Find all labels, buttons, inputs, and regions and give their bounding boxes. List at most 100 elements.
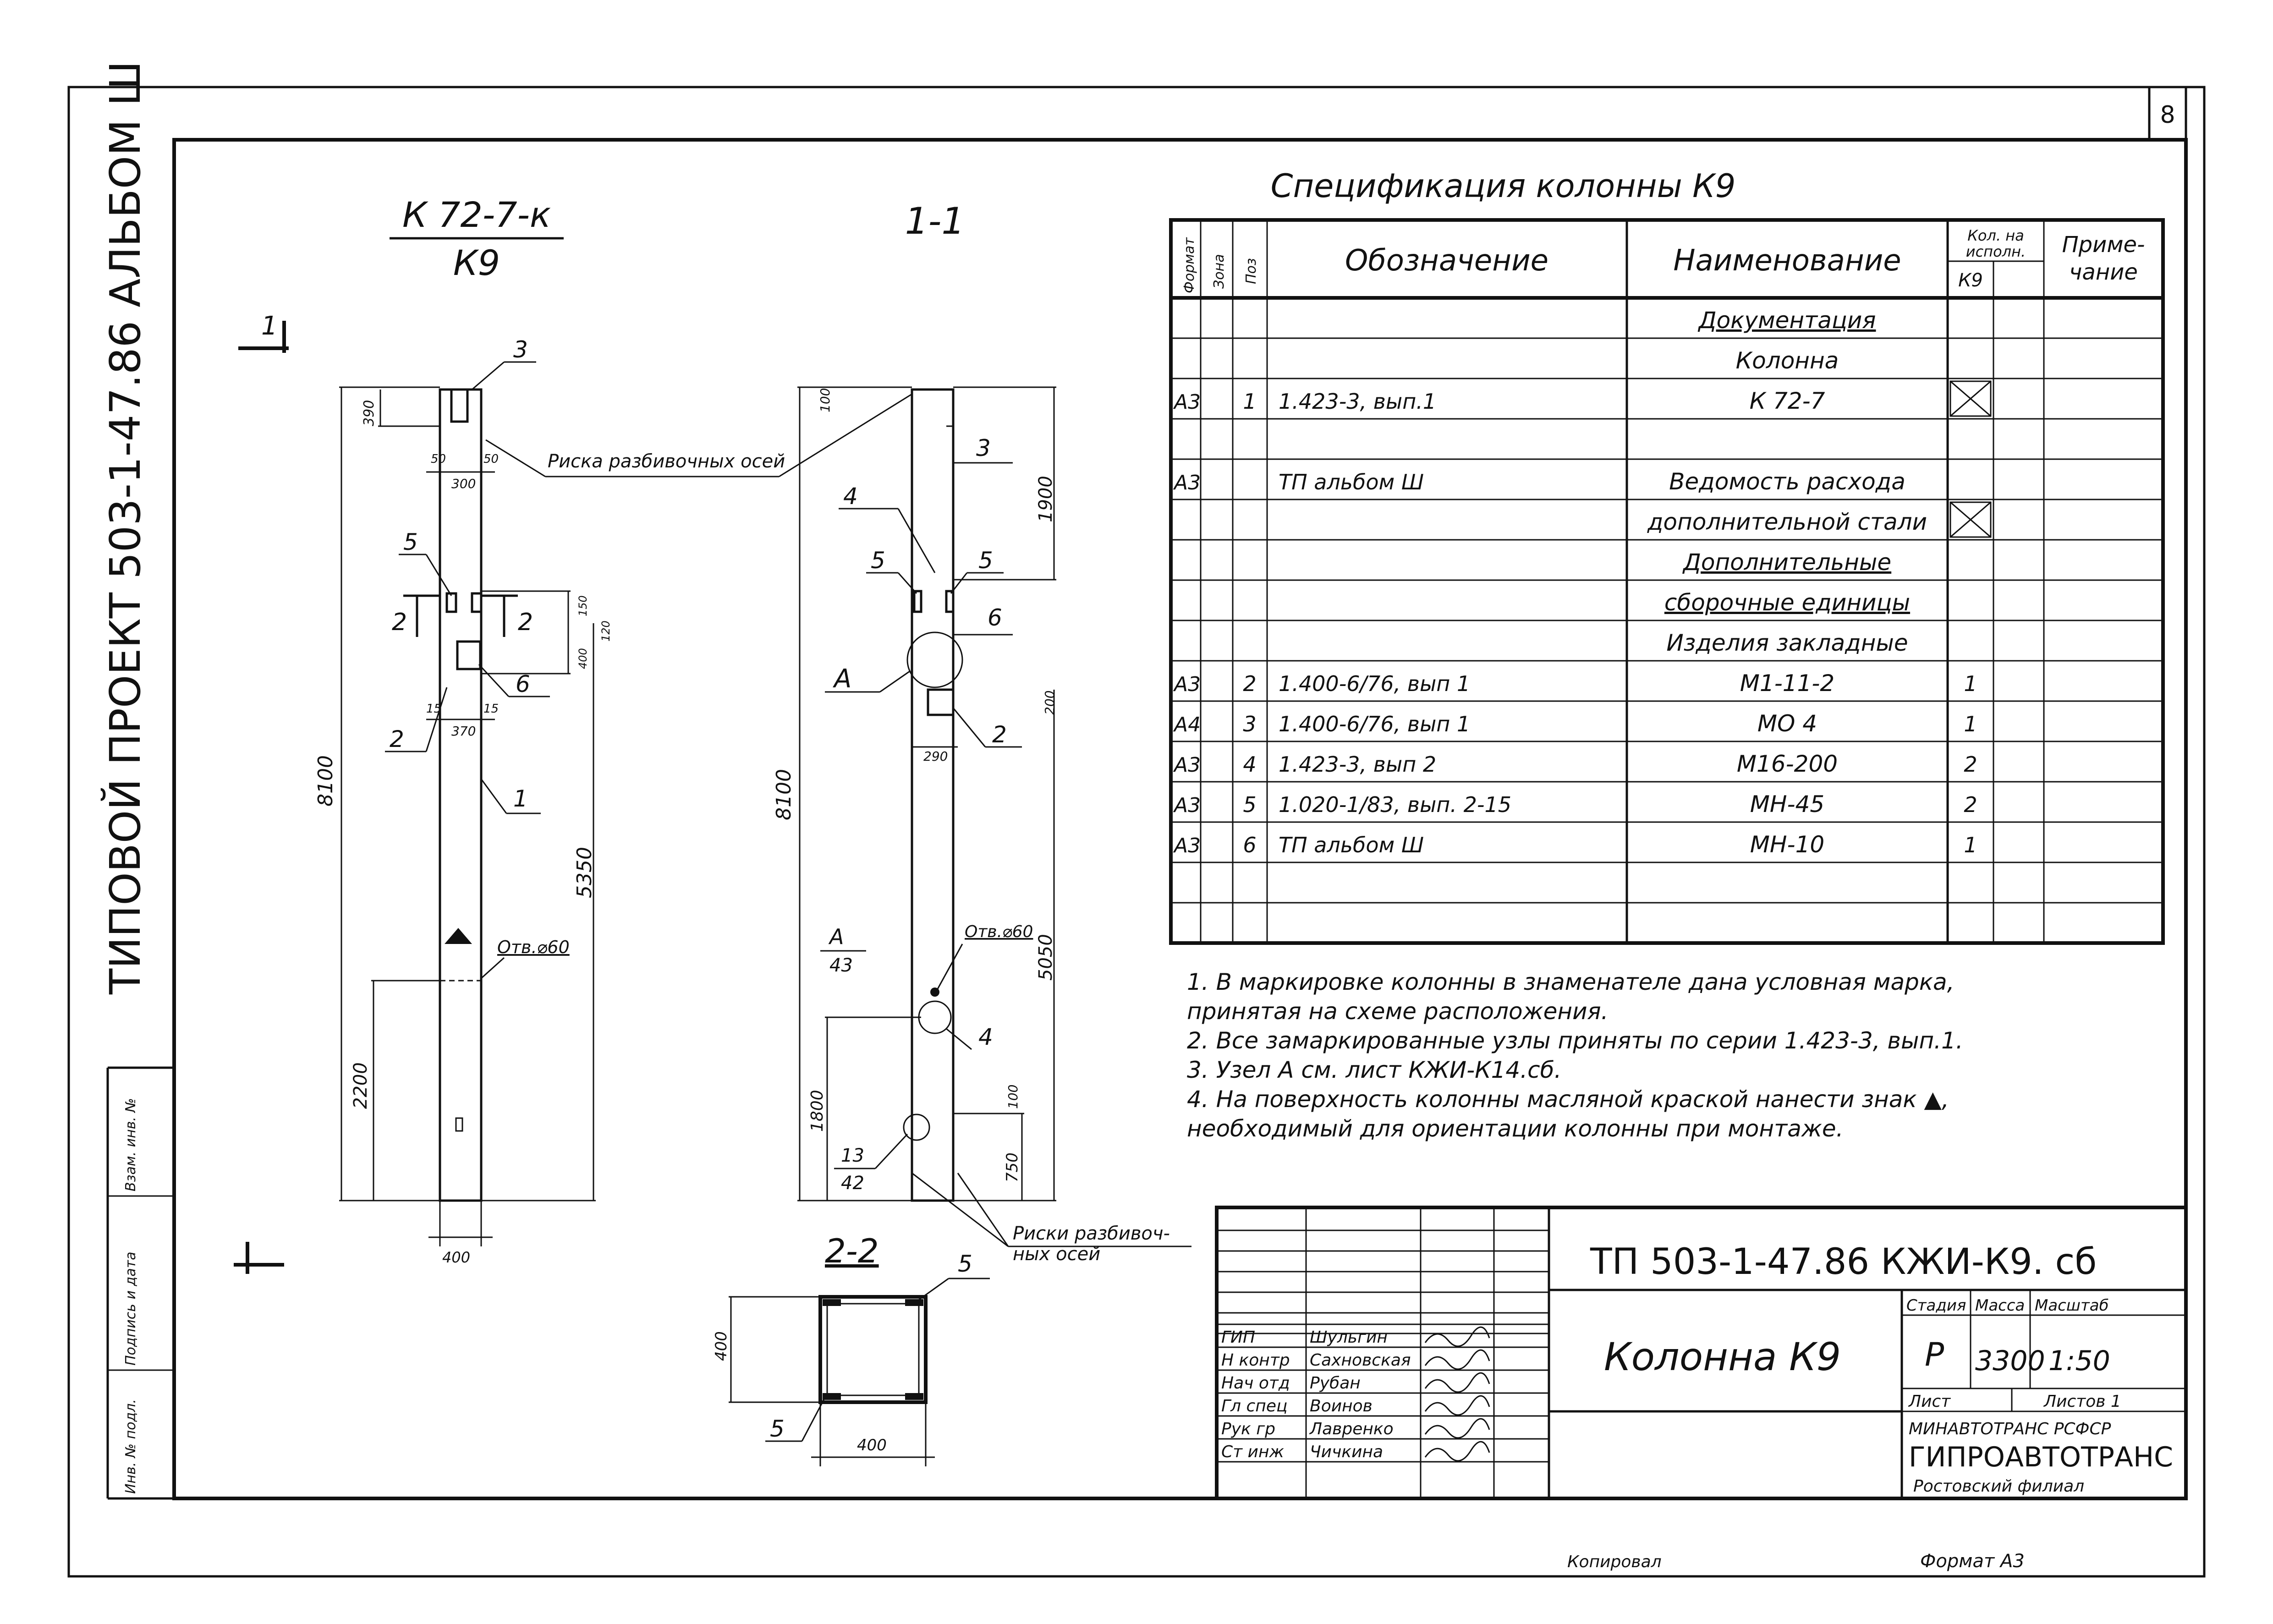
section-square (818, 1295, 928, 1404)
dim-390: 390 (361, 400, 377, 426)
callout-5-sec-bot: 5 (770, 1416, 785, 1442)
spec-cell-format: А3 (1173, 471, 1201, 494)
right-plate-5b (945, 590, 955, 613)
spec-cell-format: А3 (1173, 753, 1201, 777)
tb-code: ТП 503-1-47.86 КЖИ-К9. сб (1590, 1241, 2097, 1283)
tb-signature-scribble (1424, 1349, 1490, 1370)
hole-label-right: Отв.⌀60 (965, 922, 1033, 941)
notes: 1. В маркировке колонны в знаменателе да… (1187, 969, 1963, 1142)
dim-100b: 100 (1005, 1085, 1021, 1109)
callout-2-left: 2 (390, 726, 404, 752)
note-line: 1. В маркировке колонны в знаменателе да… (1187, 969, 1955, 995)
spec-cell-designation: 1.400-6/76, вып 1 (1279, 671, 1470, 696)
callout-5-left: 5 (403, 529, 418, 555)
tb-name: Рубан (1310, 1374, 1361, 1393)
spec-cell-designation: 1.020-1/83, вып. 2-15 (1279, 792, 1511, 817)
left-plate-top (450, 388, 469, 423)
callout-5a-right: 5 (871, 547, 885, 574)
leader-5-sec-bot-b (801, 1397, 826, 1442)
callout-4b-right: 4 (978, 1024, 993, 1050)
tb-object: Колонна К9 (1604, 1334, 1841, 1379)
spec-cell-name: Ведомость расхода (1669, 468, 1905, 495)
note-line: 3. Узел А см. лист КЖИ-К14.сб. (1187, 1057, 1561, 1083)
leader-6-left (478, 664, 510, 697)
spec-cell-cross (1950, 380, 1991, 417)
sheet-number: 8 (2160, 101, 2175, 129)
spec-h-designation: Обозначение (1345, 244, 1548, 278)
right-plate-2 (927, 688, 955, 716)
dim-120: 120 (599, 620, 612, 642)
node-a-ref: А (828, 924, 844, 949)
title-block: ТП 503-1-47.86 КЖИ-К9. сб Колонна К9 Ста… (1215, 1206, 2188, 1500)
section-2-2: 2-2 400 400 5 5 (712, 1232, 990, 1466)
spec-cell-pos: 6 (1243, 833, 1256, 857)
dim-100a: 100 (818, 388, 833, 412)
tb-role: Н контр (1221, 1351, 1290, 1370)
right-column-outline (911, 388, 955, 1202)
tb-signature-scribble (1424, 1372, 1490, 1393)
spec-h-pos: Поз (1243, 258, 1259, 284)
spec-cell-name: сборочные единицы (1664, 589, 1910, 616)
tb-scale-h: Масштаб (2035, 1296, 2109, 1315)
dim-sec-400h: 400 (857, 1436, 887, 1454)
footer-copied: Копировал (1567, 1553, 1662, 1571)
dim-sec-400v: 400 (712, 1331, 730, 1361)
corner-c (823, 1393, 841, 1400)
spec-h-format: Формат (1181, 237, 1197, 293)
riska-label-2a: Риски разбивоч- (1013, 1223, 1170, 1244)
section-1-1-title: 1-1 (905, 200, 965, 242)
callout-1-left: 1 (513, 785, 528, 812)
spec-h-note: Приме- (2062, 232, 2145, 258)
project-title: ТИПОВОЙ ПРОЕКТ 503-1-47.86 АЛЬБОМ Ш (100, 61, 150, 995)
right-elevation: 8100 1900 5050 1800 750 100 100 200 290 … (772, 386, 1057, 1202)
node-a-circle (906, 631, 963, 688)
spec-cell-crossbox (1949, 380, 1992, 417)
tb-sheets-h: Листов 1 (2043, 1392, 2121, 1411)
dim-8100-right: 8100 (772, 769, 796, 820)
spec-h-qty-sub: К9 (1958, 270, 1983, 291)
spec-cell-name: Дополнительные (1682, 549, 1891, 576)
tb-stage-h: Стадия (1906, 1296, 1966, 1315)
left-plate-5a (445, 592, 457, 613)
spec-cell-pos: 3 (1243, 712, 1256, 736)
spec-cell-cross (1950, 501, 1991, 538)
spec-h-note2: чание (2069, 259, 2138, 285)
spec-cell-format: А4 (1173, 713, 1201, 736)
dim-750: 750 (1003, 1152, 1021, 1182)
spec-cell-format: А3 (1173, 390, 1201, 414)
spec-title: Спецификация колонны К9 (1271, 167, 1736, 205)
callout-5b-right: 5 (978, 547, 993, 574)
spec-cell-designation: 1.423-3, вып.1 (1279, 389, 1436, 414)
spec-cell-designation: 1.400-6/76, вып 1 (1279, 712, 1470, 736)
node-13-sheet: 42 (841, 1173, 864, 1194)
spec-cell-name: Изделия закладные (1666, 630, 1908, 656)
tb-org2: ГИПРОАВТОТРАНС (1909, 1441, 2173, 1473)
orientation-triangle (445, 928, 472, 944)
footer-format: Формат А3 (1920, 1551, 2025, 1572)
spec-cell-qty: 1 (1964, 712, 1977, 736)
node-a-sheet: 43 (829, 955, 853, 976)
tb-signature-scribble (1424, 1326, 1490, 1347)
mark-bottom: К9 (453, 242, 500, 283)
callout-3-left: 3 (513, 336, 528, 363)
spec-cell-qty: 2 (1964, 752, 1977, 777)
node-13-leader (874, 1133, 908, 1169)
riska-label-1: Риска разбивочных осей (548, 451, 785, 472)
dim-200: 200 (1042, 691, 1057, 715)
tb-signature-scribble (1424, 1441, 1490, 1462)
cut2-left-label: 2 (392, 609, 407, 636)
tb-role: Ст инж (1221, 1443, 1284, 1461)
corner-b (905, 1299, 923, 1306)
spec-cell-pos: 4 (1243, 752, 1256, 777)
dim-400v: 400 (576, 648, 589, 669)
dim-1800: 1800 (808, 1090, 827, 1132)
tb-mass: 3300 (1975, 1345, 2045, 1377)
leader-riska-2a (957, 1173, 1009, 1247)
left-column-outline (439, 388, 483, 1202)
note-line: необходимый для ориентации колонны при м… (1187, 1115, 1844, 1142)
section-2-2-title: 2-2 (825, 1232, 879, 1270)
hole-label-left: Отв.⌀60 (497, 937, 570, 957)
spec-cell-name: К 72-7 (1750, 388, 1825, 414)
leader-hole-right (936, 944, 963, 990)
